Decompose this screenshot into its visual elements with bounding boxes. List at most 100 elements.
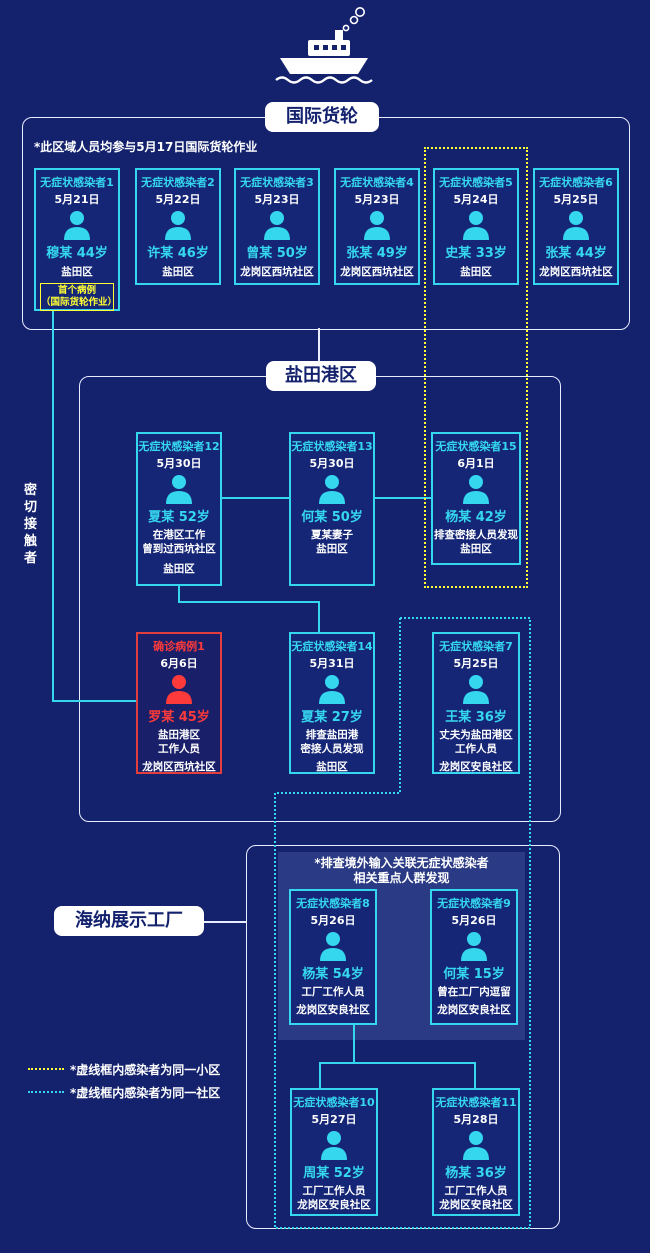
person-icon (463, 211, 489, 240)
connector-10-11 (319, 1062, 476, 1064)
case-detail: 工厂工作人员 (301, 986, 365, 998)
person-icon (319, 675, 345, 704)
case-district: 龙岗区西坑社区 (340, 266, 414, 278)
case-title: 无症状感染者1 (40, 176, 114, 189)
case-date: 5月31日 (309, 657, 355, 670)
case-detail: 曾到过西坑社区 (142, 543, 216, 555)
case-district: 龙岗区西坑社区 (240, 266, 314, 278)
case-card-5: 无症状感染者5 5月24日 史某 33岁 盐田区 (433, 168, 519, 285)
person-icon (264, 211, 290, 240)
legend-cyan-line (28, 1091, 64, 1093)
case-card-3: 无症状感染者3 5月23日 曾某 50岁 龙岗区西坑社区 (234, 168, 320, 285)
person-icon (463, 675, 489, 704)
person-icon (321, 1131, 347, 1160)
section-title-yantian: 盐田港区 (266, 361, 376, 391)
person-icon (165, 211, 191, 240)
badge-line-2: （国际货轮作业） (41, 297, 118, 308)
case-detail: 曾在工厂内逗留 (437, 986, 511, 998)
connector-8-down (353, 1025, 355, 1063)
case-card-7: 无症状感染者7 5月25日 王某 36岁 丈夫为盐田港区 工作人员 龙岗区安良社… (432, 632, 520, 774)
case-card-8: 无症状感染者8 5月26日 杨某 54岁 工厂工作人员 龙岗区安良社区 (289, 889, 377, 1025)
case-name: 杨某 36岁 (445, 1166, 507, 1181)
case-date: 6月6日 (160, 657, 198, 670)
case-card-9: 无症状感染者9 5月26日 何某 15岁 曾在工厂内逗留 龙岗区安良社区 (430, 889, 518, 1025)
case-district: 龙岗区西坑社区 (142, 761, 216, 773)
case-title: 无症状感染者10 (293, 1096, 375, 1109)
case-date: 5月23日 (254, 193, 300, 206)
haina-note-1: *排查境外输入关联无症状感染者 (314, 856, 489, 870)
person-icon (563, 211, 589, 240)
person-icon (320, 932, 346, 961)
case-card-6: 无症状感染者6 5月25日 张某 44岁 龙岗区西坑社区 (533, 168, 619, 285)
contact-line (52, 310, 54, 702)
connector-12-down (178, 586, 180, 602)
case-district: 盐田区 (460, 543, 492, 555)
section-title-haina: 海纳展示工厂 (54, 906, 204, 936)
case-title: 无症状感染者11 (435, 1096, 517, 1109)
case-name: 史某 33岁 (445, 246, 507, 261)
case-date: 5月22日 (155, 193, 201, 206)
haina-note-2: 相关重点人群发现 (353, 871, 450, 885)
case-district: 龙岗区安良社区 (439, 761, 513, 773)
confirmed-case-card-1: 确诊病例1 6月6日 罗某 45岁 盐田港区 工作人员 龙岗区西坑社区 (136, 632, 222, 774)
connector-14-up (318, 601, 320, 633)
case-detail: 工厂工作人员 (302, 1185, 366, 1197)
connector-11-up (474, 1062, 476, 1088)
case-date: 5月25日 (553, 193, 599, 206)
case-district: 龙岗区安良社区 (437, 1004, 511, 1016)
case-name: 周某 52岁 (303, 1166, 365, 1181)
case-name: 夏某 27岁 (301, 710, 363, 725)
case-date: 5月25日 (453, 657, 499, 670)
connector-10-up (319, 1062, 321, 1088)
case-card-14: 无症状感染者14 5月31日 夏某 27岁 排查盐田港 密接人员发现 盐田区 (289, 632, 375, 774)
case-name: 曾某 50岁 (246, 246, 308, 261)
case-name: 许某 46岁 (147, 246, 209, 261)
case-card-11: 无症状感染者11 5月28日 杨某 36岁 工厂工作人员 龙岗区安良社区 (432, 1088, 520, 1216)
case-title: 无症状感染者6 (539, 176, 613, 189)
case-card-15: 无症状感染者15 6月1日 杨某 42岁 排查密接人员发现 盐田区 (431, 432, 521, 565)
case-date: 5月26日 (451, 914, 497, 927)
case-title: 无症状感染者3 (240, 176, 314, 189)
same-residence-dotted-box (424, 147, 528, 588)
case-district: 盐田区 (162, 266, 194, 278)
case-district: 龙岗区安良社区 (439, 1199, 513, 1211)
person-icon (166, 675, 192, 704)
case-date: 5月28日 (453, 1113, 499, 1126)
case-detail: 工作人员 (455, 743, 497, 755)
legend-yellow-text: *虚线框内感染者为同一小区 (70, 1063, 221, 1077)
case-district: 龙岗区安良社区 (297, 1199, 371, 1211)
case-name: 何某 15岁 (443, 967, 505, 982)
haina-region (246, 845, 560, 1229)
case-card-4: 无症状感染者4 5月23日 张某 49岁 龙岗区西坑社区 (334, 168, 420, 285)
case-title: 无症状感染者12 (138, 440, 220, 453)
person-icon (64, 211, 90, 240)
ship-note: *此区域人员均参与5月17日国际货轮作业 (34, 140, 258, 154)
case-date: 6月1日 (457, 457, 495, 470)
case-date: 5月26日 (310, 914, 356, 927)
person-icon (461, 932, 487, 961)
case-detail: 盐田港区 (158, 729, 200, 741)
case-name: 王某 36岁 (445, 710, 507, 725)
case-district: 盐田区 (316, 543, 348, 555)
case-detail: 在港区工作 (152, 529, 206, 541)
case-title: 无症状感染者7 (439, 640, 513, 653)
case-title: 无症状感染者8 (296, 897, 370, 910)
connector-ship-yantian (318, 328, 320, 362)
case-date: 5月30日 (156, 457, 202, 470)
badge-line-1: 首个病例 (57, 285, 96, 296)
case-name: 夏某 52岁 (148, 510, 210, 525)
case-district: 盐田区 (163, 563, 195, 575)
first-case-badge: 首个病例（国际货轮作业） (40, 283, 118, 311)
person-icon (364, 211, 390, 240)
person-icon (166, 475, 192, 504)
case-detail: 排查盐田港 (305, 729, 359, 741)
case-name: 张某 44岁 (545, 246, 607, 261)
connector-13-15 (375, 497, 433, 499)
case-district: 盐田区 (61, 266, 93, 278)
case-date: 5月24日 (453, 193, 499, 206)
contact-line-to-r1 (52, 700, 136, 702)
case-name: 穆某 44岁 (46, 246, 108, 261)
case-title: 无症状感染者15 (435, 440, 517, 453)
contact-label: 密切接触者 (24, 483, 38, 566)
